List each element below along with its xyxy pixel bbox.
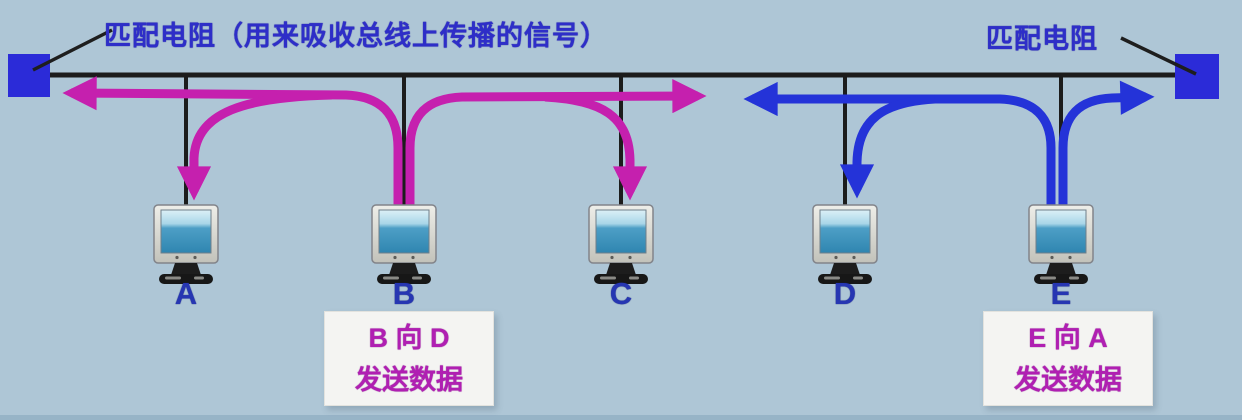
message-box-line1: E 向 A [1028,322,1108,353]
signal-arrow-branch-into-a [176,90,333,201]
pointer-line-right [1120,36,1197,76]
computer-icon-c [588,204,654,285]
terminator-label-left: 匹配电阻（用来吸收总线上传播的信号） [104,21,608,51]
terminator-resistor-left [8,54,50,97]
pointer-line-left [32,28,113,72]
message-box-line2: 发送数据 [355,364,463,395]
signal-arrow-e-to-left [743,81,1056,206]
signal-arrow-b-to-right [405,79,707,206]
computer-icon-a [153,204,219,285]
signal-arrow-branch-into-d [839,94,936,199]
computer-icon-b [371,204,437,285]
computer-icon-d [812,204,878,285]
terminator-resistor-right [1175,54,1219,99]
computer-icon-e [1028,204,1094,285]
message-box-line2: 发送数据 [1014,364,1122,395]
node-label-d: D [833,276,857,311]
signal-arrow-branch-into-c [544,92,648,201]
message-box-e-to-a: E 向 A 发送数据 [983,311,1153,406]
node-label-e: E [1050,276,1072,311]
message-box-b-to-d: B 向 D 发送数据 [324,311,494,406]
node-label-a: A [174,276,198,311]
node-label-c: C [609,276,633,311]
bottom-edge-strip [0,415,1242,420]
message-box-line1: B 向 D [368,322,450,353]
signal-arrow-b-to-left-terminator [62,76,403,206]
terminator-label-right: 匹配电阻 [986,24,1098,54]
signal-arrow-e-to-right-terminator [1058,80,1155,206]
node-label-b: B [392,276,416,311]
